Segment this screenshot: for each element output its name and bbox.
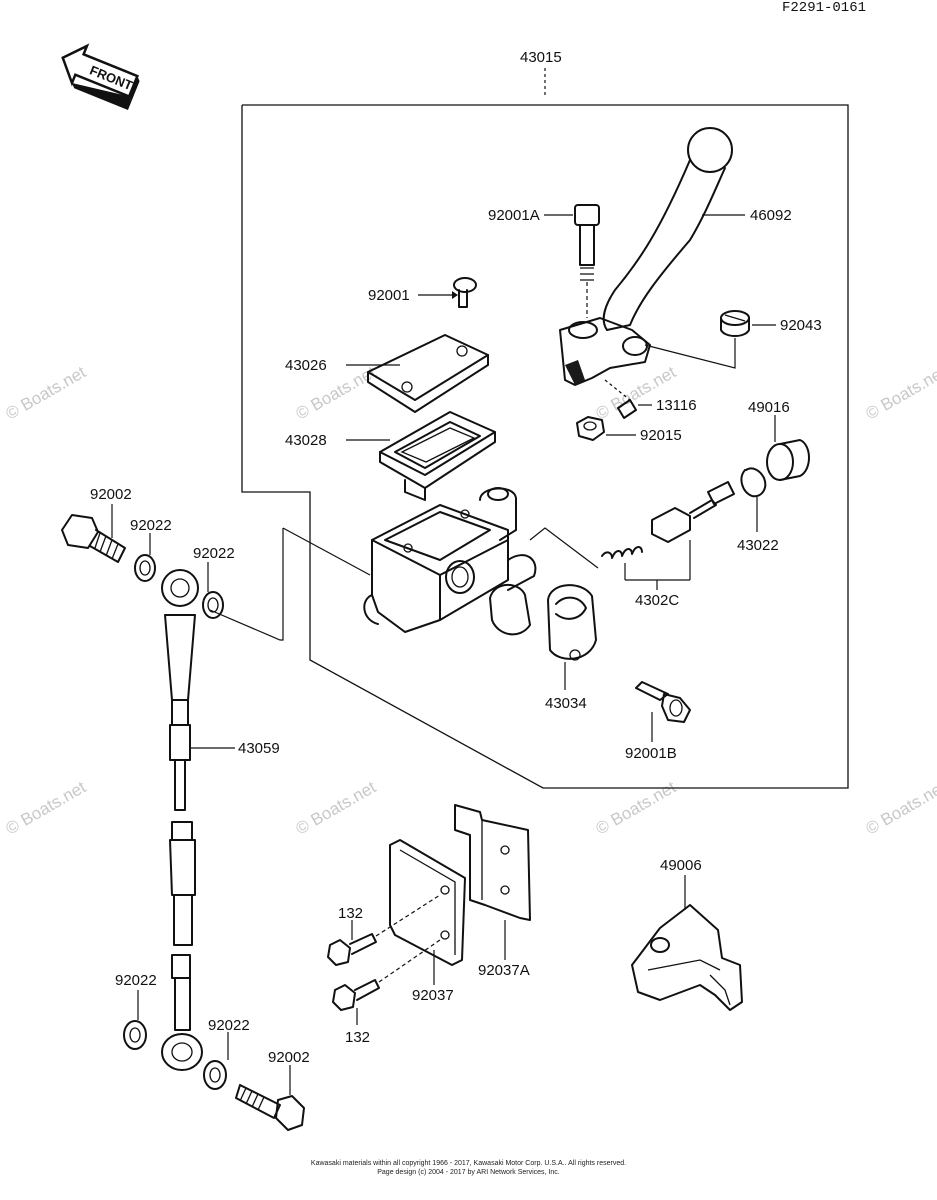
label-92001: 92001 (368, 287, 410, 304)
watermarks: © Boats.net © Boats.net © Boats.net © Bo… (3, 362, 937, 838)
label-49006: 49006 (660, 857, 702, 874)
washer-4 (203, 1060, 227, 1090)
front-arrow-icon: FRONT (61, 43, 140, 110)
screw-92001 (453, 277, 477, 308)
label-13116: 13116 (656, 397, 697, 414)
label-92037: 92037 (412, 987, 454, 1004)
page-design-line: Page design (c) 2004 - 2017 by ARI Netwo… (377, 1169, 560, 1176)
label-49016: 49016 (748, 399, 790, 416)
circlip-43022 (740, 467, 767, 498)
brake-hose (161, 569, 203, 1071)
piston-set (601, 481, 735, 590)
label-92022-2: 92022 (193, 545, 235, 562)
bracket-92037 (389, 839, 466, 966)
bracket-92037a (454, 804, 531, 921)
screw-92001a (574, 204, 600, 318)
label-92022-4: 92022 (208, 1017, 250, 1034)
master-cylinder-body (363, 487, 537, 633)
label-46092: 46092 (750, 207, 792, 224)
washer-2 (202, 591, 224, 619)
banjo-bolt-bottom (235, 1084, 305, 1131)
boot-49016 (766, 439, 810, 481)
label-92015: 92015 (640, 427, 682, 444)
watermark: © Boats.net (593, 777, 680, 838)
watermark: © Boats.net (3, 362, 90, 423)
label-92002-top: 92002 (90, 486, 132, 503)
label-43015: 43015 (520, 49, 562, 66)
bolt-132-upper (327, 894, 441, 966)
bolt-132-lower (332, 939, 441, 1011)
diagram-code: F2291-0161 (782, 0, 867, 16)
reservoir-cap (367, 334, 489, 413)
label-92022-3: 92022 (115, 972, 157, 989)
label-132-upper: 132 (338, 905, 363, 922)
assembly-outline: 43015 (241, 49, 849, 789)
pin-13116 (617, 399, 637, 419)
label-92037a: 92037A (478, 962, 530, 979)
nut-92015 (576, 416, 605, 441)
cover-49006 (631, 904, 743, 1011)
brake-lever (559, 127, 733, 386)
label-92022-1: 92022 (130, 517, 172, 534)
washer-3 (123, 1020, 147, 1050)
bolt-92001b (635, 681, 691, 723)
clamp-43034 (489, 583, 597, 661)
watermark: © Boats.net (293, 777, 380, 838)
label-43026: 43026 (285, 357, 327, 374)
label-92001a: 92001A (488, 207, 540, 224)
label-4302c: 4302C (635, 592, 679, 609)
label-92001b: 92001B (625, 745, 677, 762)
label-92043: 92043 (780, 317, 822, 334)
watermark: © Boats.net (863, 777, 937, 838)
label-43059: 43059 (238, 740, 280, 757)
copyright-line: Kawasaki materials within all copyright … (310, 1160, 627, 1167)
watermark: © Boats.net (3, 777, 90, 838)
washer-1 (134, 554, 156, 582)
watermark: © Boats.net (863, 362, 937, 423)
label-43022: 43022 (737, 537, 779, 554)
label-43034: 43034 (545, 695, 587, 712)
label-43028: 43028 (285, 432, 327, 449)
banjo-bolt-top (61, 514, 126, 563)
label-92002-bottom: 92002 (268, 1049, 310, 1066)
nut-cap-92043 (720, 310, 750, 337)
label-132-lower: 132 (345, 1029, 370, 1046)
diaphragm (379, 411, 496, 501)
